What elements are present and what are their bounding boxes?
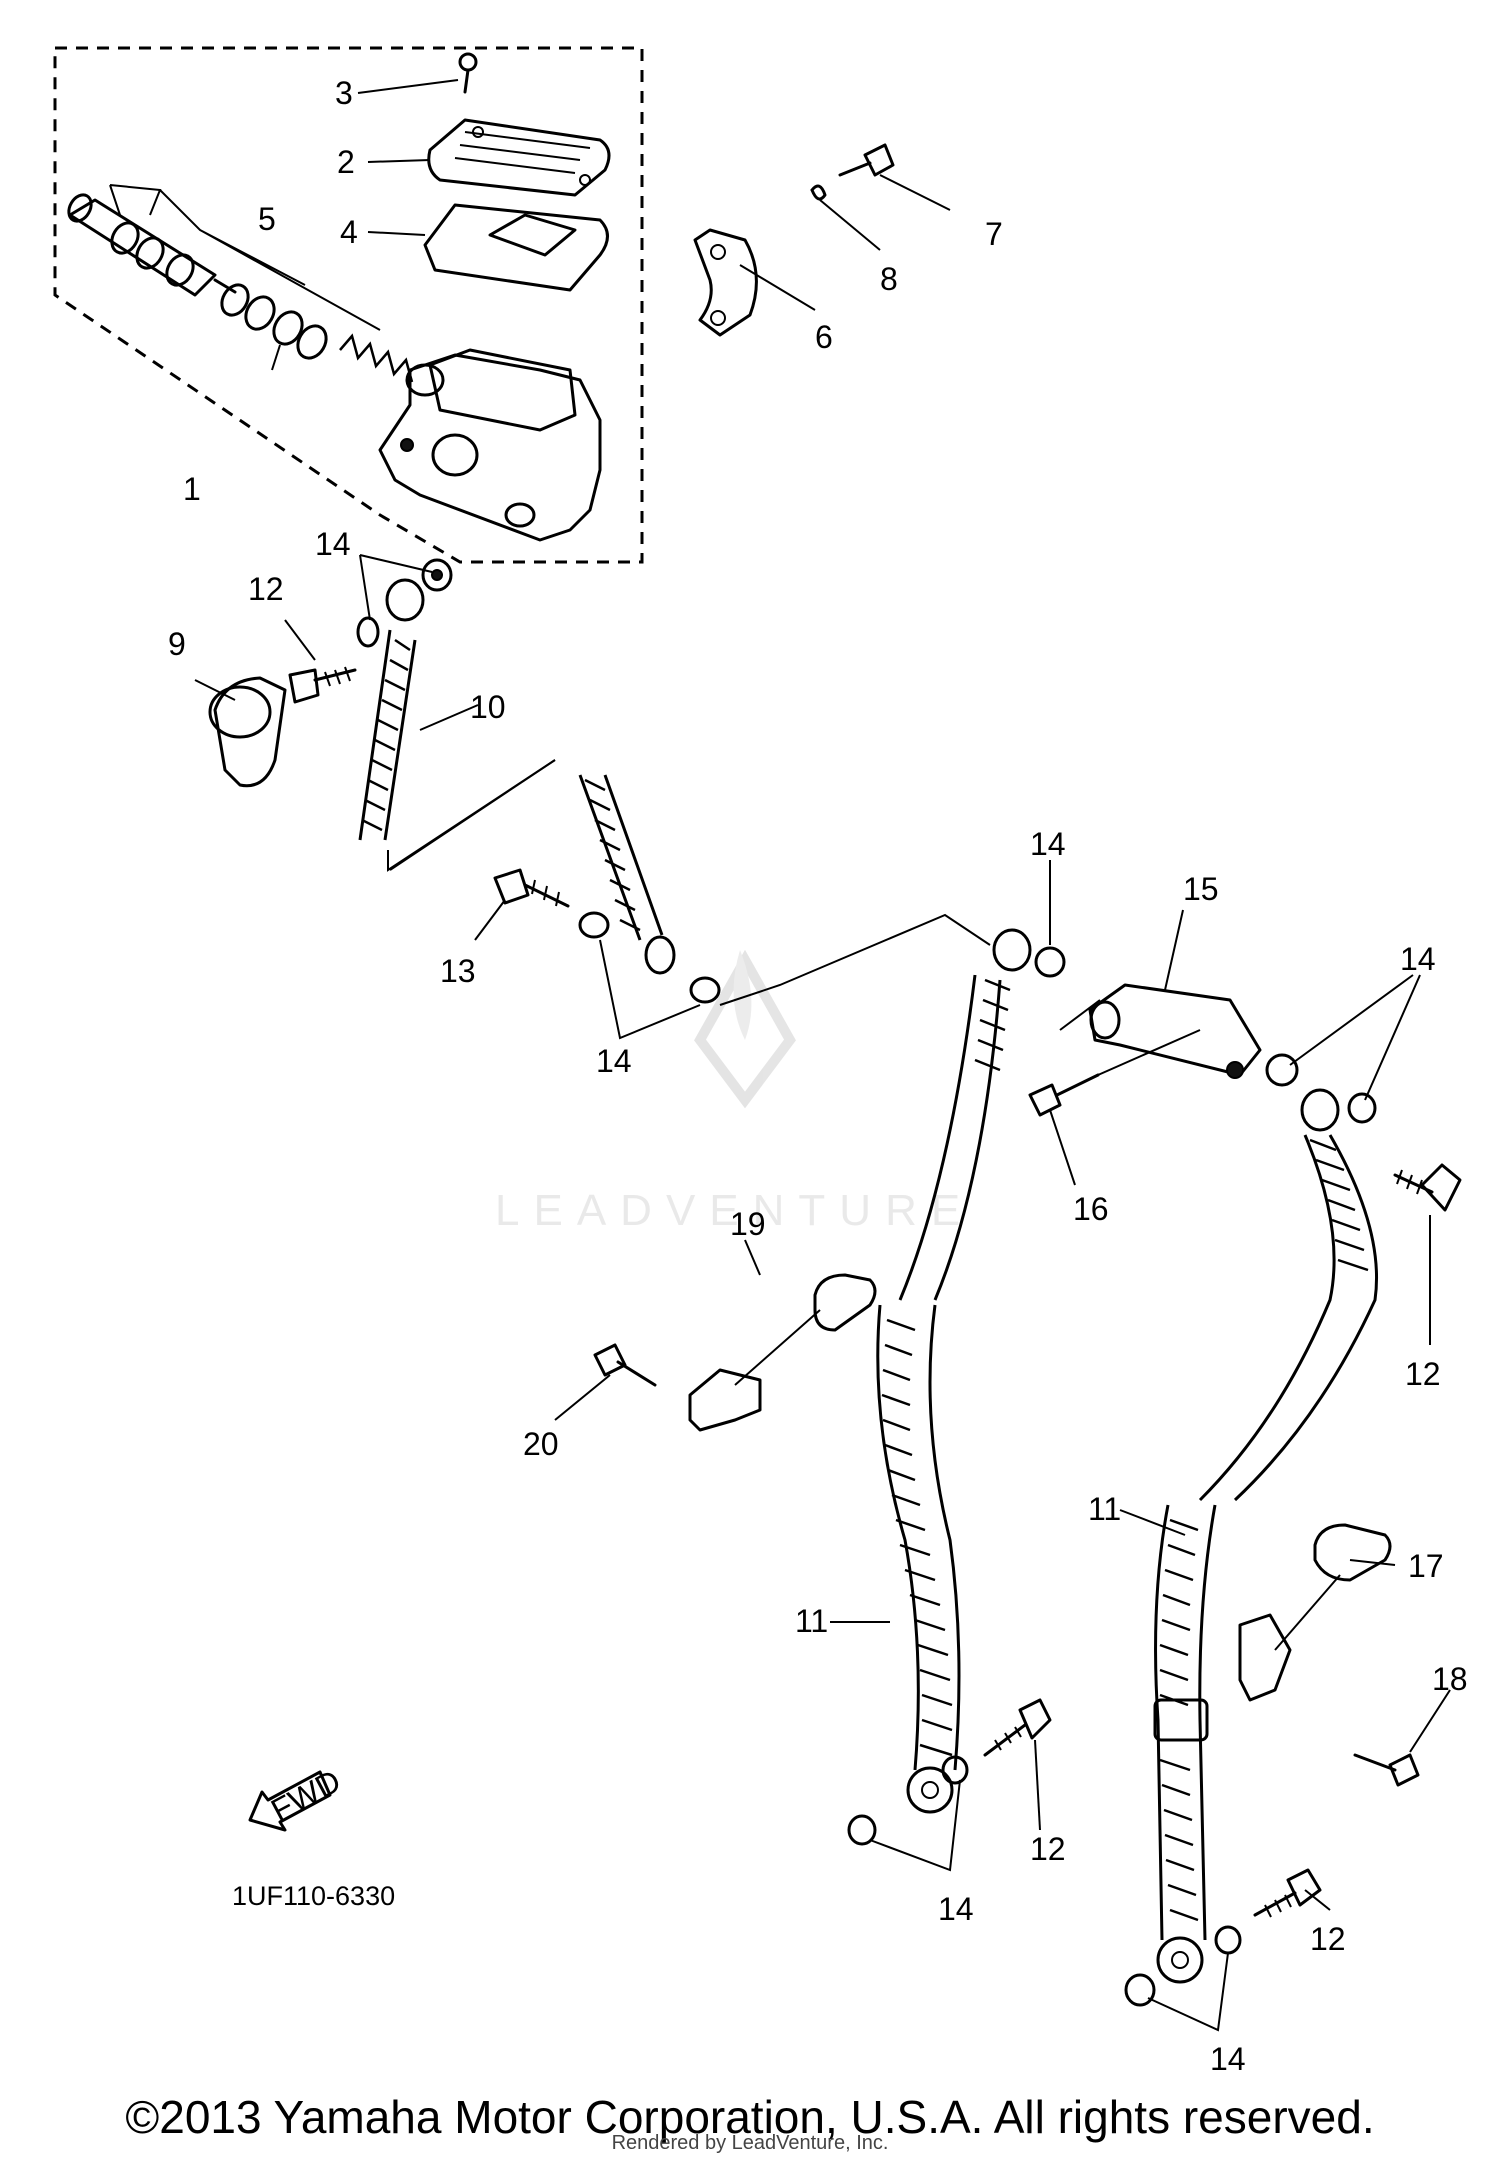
callout-leaders [194, 79, 1451, 1911]
callout-18: 18 [1432, 1661, 1468, 1697]
part-11-brake-hose-right [1124, 1088, 1379, 2032]
part-8-washer [810, 184, 827, 201]
part-10-brake-hose [358, 578, 676, 975]
part-12-union-bolt-left [983, 1698, 1052, 1757]
part-17-hose-clip [1238, 1523, 1392, 1702]
callout-14-top: 14 [315, 526, 351, 562]
callout-6: 6 [815, 319, 833, 355]
callout-10: 10 [470, 689, 506, 725]
part-14-washer-leaders-left [869, 1779, 961, 1872]
fwd-arrow-icon: FWD [248, 1762, 346, 1832]
fwd-label: FWD [265, 1762, 346, 1828]
part-19-hose-clip [688, 1273, 877, 1432]
callout-14-upper-left-hose: 14 [1030, 826, 1066, 862]
part-12-union-bolt-right-upper [1393, 1163, 1462, 1212]
callout-15: 15 [1183, 871, 1219, 907]
watermark-text: LEADVENTURE [495, 1186, 974, 1235]
part-5-piston-kit [67, 184, 414, 383]
callout-12-right-upper: 12 [1405, 1356, 1441, 1392]
part-9-cap [208, 676, 287, 788]
leadventure-watermark: LEADVENTURE [495, 949, 974, 1235]
master-cylinder-body [378, 348, 602, 542]
callout-14-right-lower: 14 [1210, 2041, 1246, 2077]
part-15-brake-switch [1059, 983, 1262, 1079]
callout-14-mid: 14 [596, 1043, 632, 1079]
callout-12-right-lower: 12 [1310, 1921, 1346, 1957]
callout-9: 9 [168, 626, 186, 662]
part-7-bolt [838, 143, 895, 177]
callout-8: 8 [880, 261, 898, 297]
callout-7: 7 [985, 216, 1003, 252]
part-4-diaphragm [423, 203, 609, 292]
part-20-screw [593, 1343, 657, 1387]
part-2-reservoir-cap [427, 118, 611, 197]
callouts: 3 2 4 5 1 6 7 8 9 12 14 10 13 14 14 15 1… [168, 75, 1468, 2077]
callout-2: 2 [337, 144, 355, 180]
callout-11-right: 11 [1088, 1491, 1121, 1527]
part-6-bracket [693, 228, 758, 337]
part-16-bolt [1028, 1029, 1201, 1117]
callout-16: 16 [1073, 1191, 1109, 1227]
callout-12-left-lower: 12 [1030, 1831, 1066, 1867]
callout-4: 4 [340, 214, 358, 250]
part-14-washer-set-mid [578, 911, 721, 1040]
callout-19: 19 [730, 1206, 766, 1242]
callout-14-right: 14 [1400, 941, 1436, 977]
callout-13: 13 [440, 953, 476, 989]
part-12-union-bolt-right-lower [1253, 1868, 1322, 1918]
part-3-screw [458, 52, 478, 94]
part-18-bolt [1353, 1753, 1420, 1787]
diagram-code: 1UF110-6330 [232, 1881, 395, 1911]
callout-3: 3 [335, 75, 353, 111]
copyright-notice: ©2013 Yamaha Motor Corporation, U.S.A. A… [125, 2091, 1375, 2143]
callout-11-left: 11 [795, 1603, 828, 1639]
callout-14-left-lower: 14 [938, 1891, 974, 1927]
part-11-brake-hose-left [847, 928, 1066, 1846]
callout-1: 1 [183, 471, 201, 507]
hose-connection-line [719, 913, 991, 1006]
part-13-union-bolt [493, 868, 570, 908]
rendered-by-notice: Rendered by LeadVenture, Inc. [611, 2132, 889, 2154]
part-14-washer-set-top [356, 558, 453, 648]
callout-12-top: 12 [248, 571, 284, 607]
master-cylinder-assembly-box [53, 46, 644, 564]
part-14-washer-set-right [1265, 974, 1421, 1124]
callout-17: 17 [1408, 1548, 1444, 1584]
callout-20: 20 [523, 1426, 559, 1462]
part-12-union-bolt-top [288, 666, 357, 704]
callout-5: 5 [258, 201, 276, 237]
